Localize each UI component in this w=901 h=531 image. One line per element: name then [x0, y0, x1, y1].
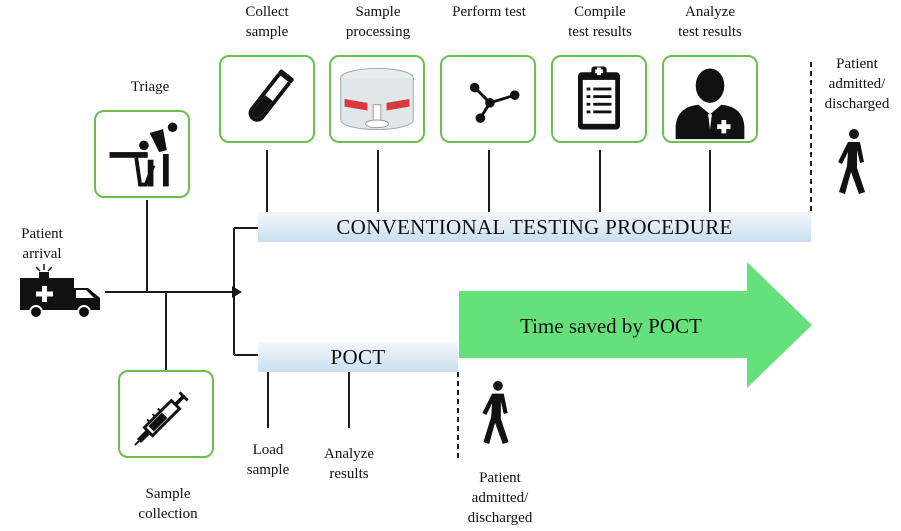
- sample-collection-box: [118, 370, 214, 458]
- analyze-results-label-2: test results: [678, 24, 742, 40]
- load-sample-label-2: sample: [246, 462, 290, 478]
- collect-sample-label-1: Collect: [245, 4, 289, 20]
- sample-processing-box: [329, 55, 425, 143]
- poct-analyze-label-2: results: [329, 466, 369, 482]
- top-discharge-label-3: discharged: [824, 96, 890, 112]
- collect-sample-box: [219, 55, 315, 143]
- doctor-icon: [675, 68, 745, 140]
- walking-person-icon: [838, 129, 865, 194]
- poct-bar: POCT: [258, 342, 458, 372]
- time-saved-label: Time saved by POCT: [520, 314, 702, 338]
- conventional-procedure-bar: CONVENTIONAL TESTING PROCEDURE: [258, 212, 811, 242]
- bottom-discharge-label-3: discharged: [467, 510, 533, 526]
- analyze-results-label-1: Analyze: [685, 4, 735, 20]
- patient-arrival-label-2: arrival: [22, 246, 62, 262]
- centrifuge-icon: [340, 67, 414, 131]
- walking-person-icon: [482, 380, 509, 445]
- triage-icon: [109, 122, 178, 187]
- ambulance-icon: [20, 264, 100, 318]
- sample-collection-label-1: Sample: [145, 486, 191, 502]
- poct-analyze-label-1: Analyze: [324, 446, 374, 462]
- perform-test-label: Perform test: [452, 4, 526, 20]
- poct-label: POCT: [330, 345, 386, 369]
- collect-sample-label-2: sample: [245, 24, 289, 40]
- test-tube-icon: [248, 69, 294, 122]
- bottom-discharge-label-2: admitted/: [471, 490, 529, 506]
- perform-test-box: [440, 55, 536, 143]
- syringe-icon: [134, 391, 189, 446]
- patient-arrival-label-1: Patient: [21, 226, 63, 242]
- analyze-results-box: [662, 55, 758, 143]
- clipboard-icon: [578, 66, 620, 130]
- triage-label: Triage: [130, 79, 170, 95]
- sample-processing-label-1: Sample: [355, 4, 401, 20]
- top-discharge-label-1: Patient: [836, 56, 878, 72]
- bottom-discharge-label-1: Patient: [479, 470, 521, 486]
- triage-box: [94, 110, 190, 198]
- compile-results-label-1: Compile: [574, 4, 626, 20]
- sample-collection-label-2: collection: [138, 506, 198, 522]
- sample-processing-label-2: processing: [345, 24, 411, 40]
- load-sample-label-1: Load: [252, 442, 284, 458]
- top-discharge-label-2: admitted/: [828, 76, 886, 92]
- compile-results-label-2: test results: [568, 24, 632, 40]
- compile-results-box: [551, 55, 647, 143]
- network-icon: [469, 82, 520, 123]
- conventional-procedure-label: CONVENTIONAL TESTING PROCEDURE: [336, 215, 733, 239]
